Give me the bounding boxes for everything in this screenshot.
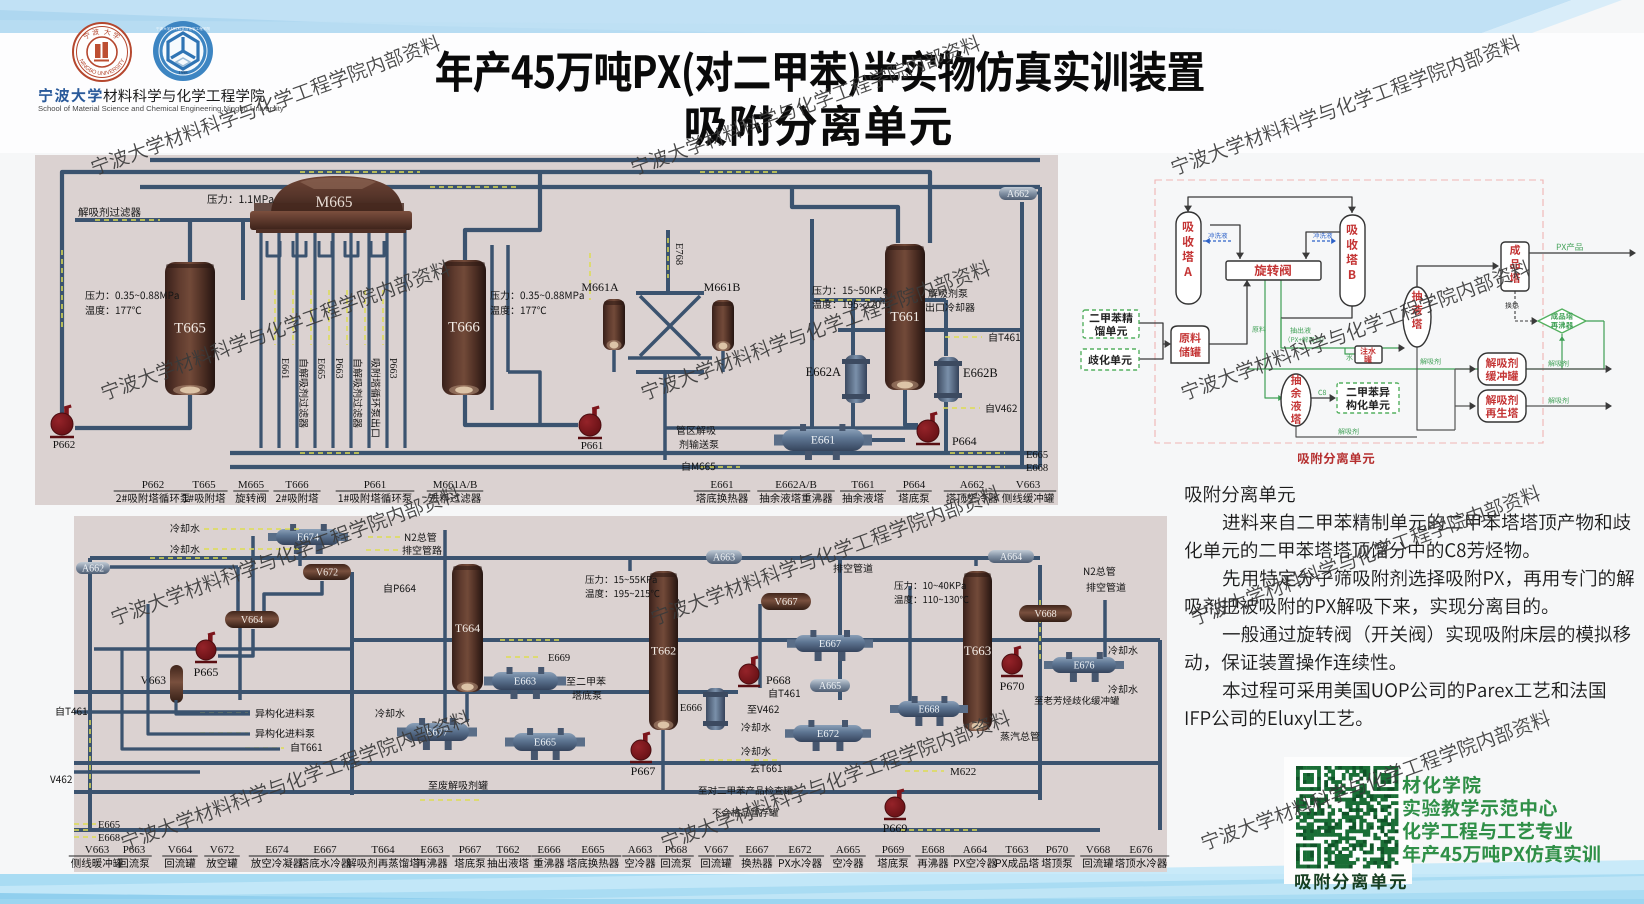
svg-text:T662: T662: [496, 844, 519, 856]
svg-text:E665: E665: [581, 844, 605, 856]
svg-text:E667: E667: [313, 844, 337, 856]
svg-text:A665: A665: [819, 681, 841, 692]
svg-text:P670: P670: [1046, 844, 1069, 856]
svg-text:E676: E676: [1129, 844, 1153, 856]
svg-text:E665: E665: [1026, 450, 1048, 461]
svg-text:E676: E676: [1073, 661, 1094, 672]
svg-text:E666: E666: [537, 844, 561, 856]
svg-text:T661: T661: [851, 479, 874, 491]
svg-text:M661A/B: M661A/B: [433, 479, 478, 491]
svg-text:T663: T663: [1005, 844, 1029, 856]
svg-text:M661A: M661A: [581, 280, 619, 294]
svg-text:A664: A664: [963, 844, 988, 856]
svg-text:V663: V663: [140, 675, 166, 687]
svg-text:E665: E665: [98, 820, 120, 831]
svg-text:1998: 1998: [179, 70, 189, 75]
svg-text:E677: E677: [426, 728, 448, 739]
svg-text:T664: T664: [371, 844, 395, 856]
svg-text:P663: P663: [123, 844, 146, 856]
svg-text:P667: P667: [459, 844, 482, 856]
svg-text:M665: M665: [238, 479, 265, 491]
svg-text:P665: P665: [194, 665, 219, 679]
svg-text:M622: M622: [950, 766, 976, 778]
svg-text:T666: T666: [285, 479, 309, 491]
svg-text:E672: E672: [788, 844, 811, 856]
svg-text:E674: E674: [265, 844, 289, 856]
svg-text:School of Material Science and: School of Material Science and Chemical …: [38, 104, 284, 113]
svg-text:E662A/B: E662A/B: [775, 479, 817, 491]
svg-text:E672: E672: [817, 729, 839, 740]
svg-text:V667: V667: [774, 597, 797, 608]
svg-text:P661: P661: [581, 440, 604, 452]
svg-text:E663: E663: [514, 677, 536, 688]
svg-text:P667: P667: [631, 764, 656, 778]
svg-text:V664: V664: [168, 844, 193, 856]
svg-text:P663: P663: [333, 358, 344, 379]
svg-text:E668: E668: [98, 833, 120, 844]
svg-text:V663: V663: [1016, 479, 1041, 491]
svg-text:T662: T662: [651, 644, 676, 658]
svg-text:E661: E661: [811, 435, 836, 447]
svg-text:E661: E661: [710, 479, 733, 491]
svg-text:M661B: M661B: [704, 280, 741, 294]
svg-text:E666: E666: [680, 703, 702, 714]
svg-text:T665: T665: [192, 479, 216, 491]
svg-text:E662A: E662A: [806, 365, 841, 379]
svg-text:P669: P669: [883, 821, 908, 835]
svg-text:E663: E663: [420, 844, 444, 856]
svg-text:E661: E661: [279, 358, 290, 379]
svg-text:P662: P662: [142, 479, 165, 491]
svg-text:T663: T663: [964, 643, 991, 658]
svg-text:A662: A662: [1007, 189, 1029, 200]
svg-text:A664: A664: [1000, 552, 1022, 563]
svg-text:V672: V672: [210, 844, 234, 856]
svg-text:P661: P661: [364, 479, 387, 491]
svg-text:E667: E667: [819, 639, 841, 650]
svg-text:A662: A662: [82, 564, 104, 575]
svg-text:A662: A662: [960, 479, 984, 491]
svg-text:P664: P664: [952, 434, 977, 448]
svg-text:V672: V672: [316, 568, 338, 579]
svg-text:V663: V663: [85, 844, 110, 856]
svg-text:P662: P662: [53, 439, 76, 451]
svg-text:V668: V668: [1086, 844, 1111, 856]
svg-text:E665: E665: [315, 358, 326, 379]
svg-text:P670: P670: [1000, 679, 1025, 693]
svg-text:P663: P663: [387, 358, 398, 379]
svg-text:E667: E667: [745, 844, 769, 856]
svg-text:E668: E668: [918, 705, 939, 716]
svg-text:P664: P664: [903, 479, 926, 491]
svg-text:M665: M665: [315, 194, 352, 211]
svg-text:E665: E665: [534, 738, 556, 749]
svg-text:A663: A663: [628, 844, 653, 856]
svg-text:V668: V668: [1034, 609, 1056, 620]
svg-text:E674: E674: [297, 533, 320, 544]
svg-text:V667: V667: [704, 844, 729, 856]
svg-text:A663: A663: [713, 553, 735, 564]
svg-text:A665: A665: [836, 844, 861, 856]
svg-text:P668: P668: [665, 844, 688, 856]
svg-text:P669: P669: [882, 844, 905, 856]
svg-text:E668: E668: [921, 844, 945, 856]
svg-text:T665: T665: [174, 321, 206, 337]
svg-text:T666: T666: [448, 320, 480, 336]
svg-text:E768: E768: [673, 243, 684, 265]
svg-text:E669: E669: [548, 653, 570, 664]
svg-text:T664: T664: [455, 621, 480, 635]
svg-text:E662B: E662B: [963, 366, 998, 380]
svg-text:E668: E668: [1026, 463, 1048, 474]
svg-text:T661: T661: [890, 310, 920, 325]
svg-text:V664: V664: [241, 615, 263, 626]
svg-text:P668: P668: [766, 673, 791, 687]
